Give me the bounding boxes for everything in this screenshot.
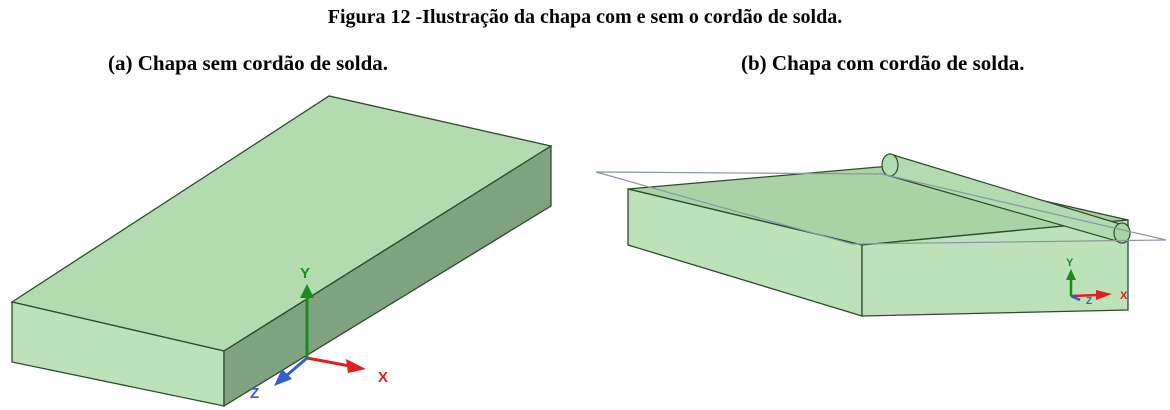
y-arrowhead-a	[300, 284, 314, 298]
weld-bead	[881, 153, 1131, 244]
panel-a-label: (a) Chapa sem cordão de solda.	[108, 51, 389, 75]
figure-caption: Figura 12 -Ilustração da chapa com e sem…	[327, 6, 843, 28]
axis-triad-b: Y X Z	[1066, 257, 1128, 307]
z-axis-label-b: Z	[1086, 296, 1092, 307]
x-arrowhead-b	[1096, 290, 1112, 300]
x-axis-a	[306, 356, 351, 368]
z-axis-a	[285, 356, 308, 378]
weld-bead-start-cap	[881, 153, 899, 177]
y-arrowhead-b	[1066, 269, 1076, 280]
weld-bead-end-cap	[1113, 222, 1131, 244]
section-plane	[595, 171, 1167, 245]
plate-b-right-face	[861, 219, 1129, 317]
z-axis-label-a: Z	[250, 385, 259, 402]
plate-without-weld	[10, 95, 553, 408]
y-axis-label-a: Y	[300, 265, 310, 282]
z-arrowhead-a	[274, 369, 292, 386]
plate-with-weld	[595, 153, 1167, 317]
panel-b-label: (b) Chapa com cordão de solda.	[741, 51, 1025, 75]
y-axis-label-b: Y	[1066, 257, 1074, 269]
axis-triad-a: Y X Z	[250, 265, 388, 402]
x-axis-label-b: X	[1120, 290, 1128, 302]
x-axis-label-a: X	[378, 369, 388, 386]
x-axis-b	[1070, 293, 1099, 298]
z-axis-b	[1070, 294, 1081, 302]
x-arrowhead-a	[346, 359, 366, 373]
